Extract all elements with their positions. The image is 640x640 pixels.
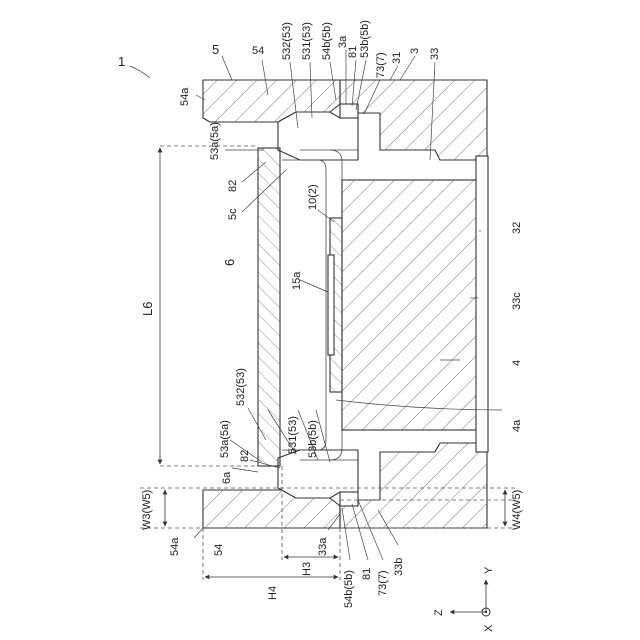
label-81-top: 81 <box>347 46 359 58</box>
axis-triad <box>450 580 490 616</box>
seal-81-top <box>340 104 358 118</box>
label-82-bot: 82 <box>239 450 251 462</box>
label-31: 31 <box>391 52 403 64</box>
label-54a-bot: 54a <box>169 537 181 556</box>
label-54b-bot: 54b(5b) <box>343 570 355 608</box>
label-33c: 33c <box>511 292 523 310</box>
label-73-top: 73(7) <box>375 52 387 78</box>
element-15a <box>328 255 334 355</box>
label-32: 32 <box>511 222 523 234</box>
label-531-bot: 531(53) <box>287 416 299 454</box>
label-W3: W3(W5) <box>141 490 153 530</box>
label-5c: 5c <box>227 208 239 220</box>
inner-frame <box>282 160 326 450</box>
part-6 <box>258 148 280 466</box>
label-3: 3 <box>409 48 421 54</box>
label-54-bot: 54 <box>213 544 225 556</box>
label-4a: 4a <box>511 419 523 432</box>
label-82-top: 82 <box>227 180 239 192</box>
label-532-top: 532(53) <box>281 22 293 60</box>
label-H4: H4 <box>267 586 279 600</box>
label-5: 5 <box>212 42 219 57</box>
label-73-bot: 73(7) <box>377 570 389 596</box>
label-L6: L6 <box>140 302 155 316</box>
label-53a-bot: 53a(5a) <box>219 420 231 458</box>
label-15a: 15a <box>291 271 303 290</box>
label-33b: 33b <box>393 558 405 576</box>
label-4: 4 <box>511 360 523 366</box>
label-10: 10(2) <box>307 184 319 210</box>
label-53b-bot: 53b(5b) <box>307 420 319 458</box>
label-54b-top: 54b(5b) <box>321 22 333 60</box>
plate-32 <box>476 156 488 452</box>
label-1: 1 <box>118 54 125 69</box>
label-54-top: 54 <box>252 45 264 57</box>
label-axis-y: Y <box>483 566 495 574</box>
substrate-4 <box>342 180 477 430</box>
label-6a: 6a <box>221 471 233 484</box>
label-6: 6 <box>222 259 237 266</box>
label-53b-top: 53b(5b) <box>359 20 371 58</box>
label-axis-x: X <box>483 624 495 632</box>
label-33-top: 33 <box>429 48 441 60</box>
label-53a-top: 53a(5a) <box>209 122 221 160</box>
label-axis-z: Z <box>433 609 445 616</box>
seal-81-bottom <box>340 492 358 506</box>
label-81-bot: 81 <box>361 568 373 580</box>
label-532-bot: 532(53) <box>235 368 247 406</box>
label-W4: W4(W5) <box>511 490 523 530</box>
label-531-top: 531(53) <box>301 22 313 60</box>
label-H3: H3 <box>301 562 313 576</box>
label-54a-top: 54a <box>179 87 191 106</box>
label-33a-bot: 33a <box>317 537 329 556</box>
part-5-rib-top <box>278 112 358 160</box>
